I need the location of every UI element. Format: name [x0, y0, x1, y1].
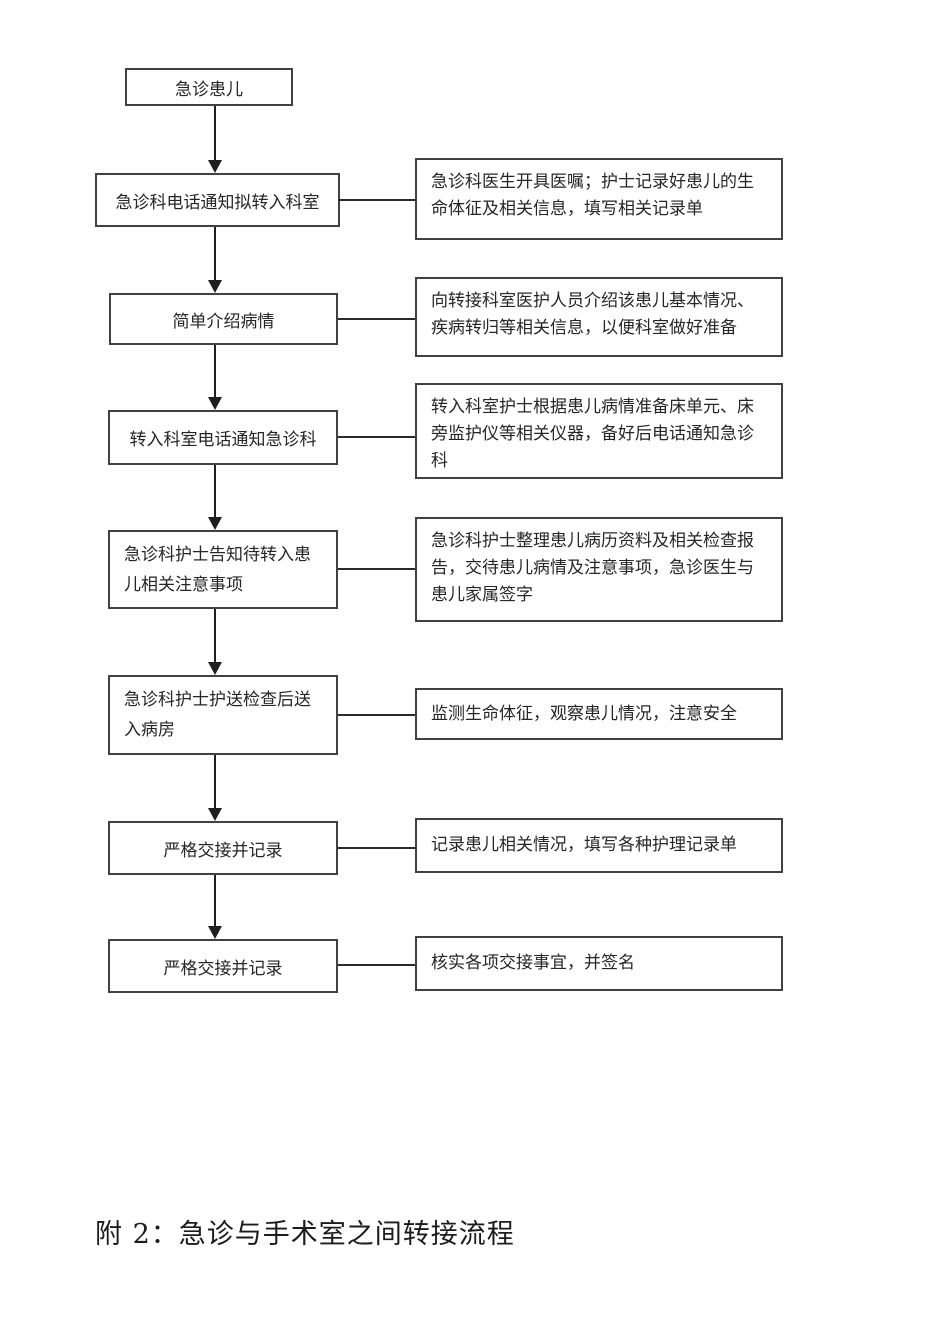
flow-node-8-label: 严格交接并记录 [163, 958, 283, 979]
flow-note-3: 向转接科室医护人员介绍该患儿基本情况、疾病转归等相关信息，以便科室做好准备 [415, 277, 783, 357]
down-arrow-4 [208, 465, 222, 530]
down-arrow-1-head [208, 160, 222, 173]
down-arrow-4-stem [214, 465, 216, 518]
connector-line-6 [338, 847, 415, 849]
down-arrow-5-stem [214, 609, 216, 663]
connector-line-7 [338, 964, 415, 966]
down-arrow-4-head [208, 517, 222, 530]
flow-note-4: 转入科室护士根据患儿病情准备床单元、床旁监护仪等相关仪器，备好后电话通知急诊科 [415, 383, 783, 479]
flow-node-7-label: 严格交接并记录 [163, 840, 283, 861]
flow-node-5-label: 急诊科护士告知待转入患儿相关注意事项 [124, 544, 311, 595]
flow-note-3-text: 向转接科室医护人员介绍该患儿基本情况、疾病转归等相关信息，以便科室做好准备 [431, 291, 754, 338]
flow-node-5: 急诊科护士告知待转入患儿相关注意事项 [108, 530, 338, 609]
connector-line-5 [338, 714, 415, 716]
flow-node-4-label: 转入科室电话通知急诊科 [129, 430, 317, 450]
flow-node-4: 转入科室电话通知急诊科 [108, 410, 338, 465]
flow-node-2: 急诊科电话通知拟转入科室 [95, 173, 340, 227]
down-arrow-3-head [208, 397, 222, 410]
flow-note-5-text: 急诊科护士整理患儿病历资料及相关检查报告，交待患儿病情及注意事项，急诊医生与患儿… [431, 531, 754, 605]
flow-note-5: 急诊科护士整理患儿病历资料及相关检查报告，交待患儿病情及注意事项，急诊医生与患儿… [415, 517, 783, 622]
flow-note-8: 核实各项交接事宜，并签名 [415, 936, 783, 991]
appendix-caption: 附 2：急诊与手术室之间转接流程 [95, 1219, 515, 1250]
flow-node-6: 急诊科护士护送检查后送入病房 [108, 675, 338, 755]
down-arrow-3-stem [214, 345, 216, 398]
down-arrow-5-head [208, 662, 222, 675]
down-arrow-2-stem [214, 227, 216, 281]
down-arrow-1 [208, 106, 222, 173]
flow-node-1-label: 急诊患儿 [175, 79, 243, 100]
down-arrow-7-stem [214, 875, 216, 927]
flow-note-7: 记录患儿相关情况，填写各种护理记录单 [415, 818, 783, 873]
connector-line-2 [338, 318, 415, 320]
connector-line-4 [338, 568, 415, 570]
flow-note-4-text: 转入科室护士根据患儿病情准备床单元、床旁监护仪等相关仪器，备好后电话通知急诊科 [431, 397, 754, 471]
flow-note-7-text: 记录患儿相关情况，填写各种护理记录单 [431, 835, 737, 855]
flow-note-2-text: 急诊科医生开具医嘱；护士记录好患儿的生命体征及相关信息，填写相关记录单 [431, 172, 754, 219]
down-arrow-1-stem [214, 106, 216, 161]
flow-node-8: 严格交接并记录 [108, 939, 338, 993]
down-arrow-2 [208, 227, 222, 293]
flow-node-1: 急诊患儿 [125, 68, 293, 106]
flow-node-3-label: 简单介绍病情 [172, 311, 275, 332]
down-arrow-7-head [208, 926, 222, 939]
down-arrow-6-head [208, 808, 222, 821]
connector-line-1 [338, 199, 415, 201]
flow-note-2: 急诊科医生开具医嘱；护士记录好患儿的生命体征及相关信息，填写相关记录单 [415, 158, 783, 240]
flow-note-8-text: 核实各项交接事宜，并签名 [431, 953, 635, 973]
down-arrow-7 [208, 875, 222, 939]
connector-line-3 [338, 436, 415, 438]
flow-node-2-label: 急诊科电话通知拟转入科室 [115, 192, 320, 213]
flow-node-7: 严格交接并记录 [108, 821, 338, 875]
down-arrow-6-stem [214, 755, 216, 809]
flow-note-6: 监测生命体征，观察患儿情况，注意安全 [415, 688, 783, 740]
down-arrow-2-head [208, 280, 222, 293]
flow-node-6-label: 急诊科护士护送检查后送入病房 [124, 690, 311, 740]
down-arrow-6 [208, 755, 222, 821]
flow-node-3: 简单介绍病情 [109, 293, 338, 345]
down-arrow-3 [208, 345, 222, 410]
flow-note-6-text: 监测生命体征，观察患儿情况，注意安全 [431, 703, 737, 724]
down-arrow-5 [208, 609, 222, 675]
